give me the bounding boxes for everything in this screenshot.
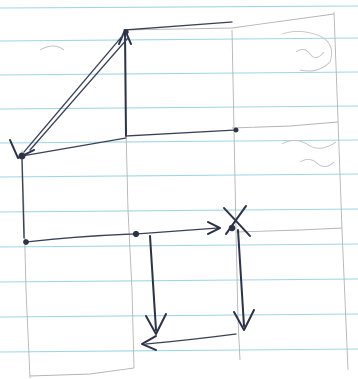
node-dot <box>133 231 139 237</box>
ruled-line <box>0 279 358 282</box>
faint-scribble <box>300 159 334 166</box>
grid-column-line <box>334 12 348 370</box>
faint-scribble <box>282 140 336 148</box>
row-line-lower <box>26 234 134 242</box>
ruled-line <box>0 314 358 317</box>
ruled-line <box>0 349 358 352</box>
ruled-line <box>0 174 358 177</box>
sketch-grid <box>22 12 348 378</box>
down-arrow-right <box>238 230 244 326</box>
up-arrow <box>125 32 126 136</box>
row-line-upper-right <box>126 130 236 136</box>
grid-column-line <box>126 130 134 368</box>
node-dot <box>234 128 238 132</box>
node-dot <box>124 30 129 35</box>
ruled-line <box>0 106 358 109</box>
faint-scribble <box>40 46 64 50</box>
node-dot <box>229 225 235 231</box>
ruled-line <box>0 244 358 247</box>
node-dot <box>23 239 28 244</box>
right-arrow <box>136 228 218 234</box>
ruled-line <box>0 209 358 212</box>
bleed-through-marks <box>40 31 336 166</box>
grid-row-line <box>232 122 338 128</box>
left-arrow <box>146 334 236 344</box>
diagonal-arrow <box>30 38 128 150</box>
ruled-line <box>0 6 358 8</box>
grid-row-line <box>236 228 342 232</box>
ruled-line <box>0 38 358 41</box>
grid-column-line <box>232 30 240 360</box>
ruled-lines <box>0 6 358 352</box>
node-dot <box>19 153 25 159</box>
diagonal-arrow <box>24 34 124 152</box>
grid-row-line <box>30 368 134 376</box>
faint-scribble <box>296 49 324 57</box>
ruled-line <box>0 72 358 75</box>
